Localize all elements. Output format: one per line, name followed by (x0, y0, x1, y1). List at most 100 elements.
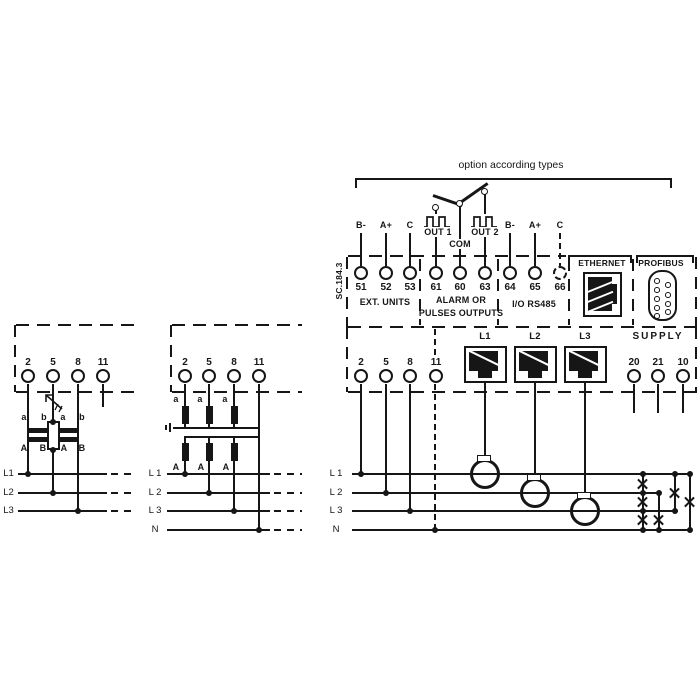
terminal-52-number: 52 (380, 282, 392, 293)
terminal-5r (379, 369, 393, 383)
right-line-l1 (352, 473, 690, 475)
left-box-bottom (16, 391, 134, 393)
wire-rs485-b (509, 233, 511, 266)
mid-terminal-11-number: 11 (253, 357, 265, 368)
junction-dot (656, 490, 662, 496)
out2-label: OUT 2 (466, 227, 504, 237)
profibus-label: PROFIBUS (638, 258, 684, 268)
group-separator-3 (568, 259, 570, 325)
pulse-symbol-out1 (423, 214, 451, 228)
wire-ext-c (409, 233, 411, 266)
rs485-pin-a: A+ (528, 220, 542, 230)
ct-jack-l2-label: L2 (529, 331, 541, 342)
left-tap-a2: a (60, 412, 66, 422)
toroid-clip-l2 (527, 474, 541, 481)
contact-com (456, 200, 463, 207)
wire-ext-a (385, 233, 387, 266)
junction-dot (687, 471, 693, 477)
ct-jack-l3-label: L3 (579, 331, 591, 342)
left-tap-A1: A (20, 443, 28, 453)
option-bracket-label: option according types (458, 159, 564, 171)
junction-dot (206, 490, 212, 496)
left-terminal-2 (21, 369, 35, 383)
device-code: SC.184.3 (334, 262, 344, 300)
ct-wire-l1 (484, 383, 486, 457)
ethernet-bracket-r (630, 255, 632, 263)
right-line-n (352, 529, 690, 531)
group-separator-1 (419, 259, 421, 325)
ct-wire-l3 (584, 383, 586, 494)
left-line-l3-label: L3 (3, 505, 14, 516)
terminal-66-number: 66 (554, 282, 566, 293)
mid-line-l1-cont (274, 473, 302, 475)
profibus-pin (654, 287, 660, 293)
left-tap-B2: B (78, 443, 86, 453)
right-line-l2 (352, 492, 659, 494)
terminal-11r-number: 11 (430, 357, 442, 368)
rs485-pin-c: C (556, 220, 564, 230)
mid-line-l3 (167, 510, 270, 512)
junction-dot (656, 527, 662, 533)
terminal-65 (528, 266, 542, 280)
terminal-2r-number: 2 (358, 357, 364, 368)
left-tap-A2: A (60, 443, 68, 453)
option-bracket-line (355, 178, 672, 180)
terminal-51 (354, 266, 368, 280)
left-terminal-2-number: 2 (25, 357, 31, 368)
profibus-bracket-r (692, 255, 694, 263)
mid-terminal-8-number: 8 (231, 357, 237, 368)
mid-terminal-5-number: 5 (206, 357, 212, 368)
wire-5r (385, 384, 387, 493)
com-label: COM (443, 239, 477, 249)
wire-rs485-a (534, 233, 536, 266)
left-terminal-5-number: 5 (50, 357, 56, 368)
mid-line-n-label: N (151, 524, 159, 535)
terminal-10 (676, 369, 690, 383)
junction-dot (640, 508, 646, 514)
mid-line-l1 (167, 473, 270, 475)
vt-winding (28, 428, 47, 433)
left-wire-11-stub (102, 384, 104, 407)
ethernet-label: ETHERNET (578, 258, 626, 268)
vt-winding (182, 406, 189, 424)
left-tap-B1: B (39, 443, 47, 453)
ethernet-bracket (568, 255, 632, 257)
profibus-pin (654, 313, 660, 319)
junction-dot (50, 490, 56, 496)
terminal-52 (379, 266, 393, 280)
junction-dot (50, 447, 56, 453)
left-box-edge (14, 325, 16, 392)
ext-units-caption: EXT. UNITS (359, 297, 411, 307)
terminal-51-number: 51 (355, 282, 367, 293)
ct-plug-l1-tab (478, 371, 492, 378)
toroid-ct-l3 (570, 496, 600, 526)
ethernet-bracket-l (568, 255, 570, 263)
ct-plug-l3 (569, 351, 598, 371)
profibus-pin (654, 278, 660, 284)
ct-plug-l1 (469, 351, 498, 371)
junction-dot (687, 527, 693, 533)
junction-dot (256, 527, 262, 533)
terminal-63-number: 63 (479, 282, 491, 293)
ext-pin-a: A+ (379, 220, 393, 230)
right-line-l3 (352, 510, 678, 512)
middle-box-edge (170, 325, 172, 392)
right-line-l1-label: L 1 (329, 468, 343, 479)
toroid-clip-l3 (577, 492, 591, 499)
mid-terminal-5 (202, 369, 216, 383)
terminal-60-number: 60 (454, 282, 466, 293)
terminal-65-number: 65 (529, 282, 541, 293)
terminal-20-number: 20 (628, 357, 640, 368)
terminal-20 (627, 369, 641, 383)
fuse-x (637, 478, 648, 489)
terminal-60 (453, 266, 467, 280)
supply-stub-20 (633, 384, 635, 413)
vt-winding (59, 428, 78, 433)
junction-dot (50, 419, 56, 425)
mid-wire-5-lower (208, 437, 210, 493)
junction-dot (672, 508, 678, 514)
profibus-pin (665, 309, 671, 315)
wire-8r (409, 384, 411, 511)
junction-dot (672, 471, 678, 477)
terminal-11r (429, 369, 443, 383)
